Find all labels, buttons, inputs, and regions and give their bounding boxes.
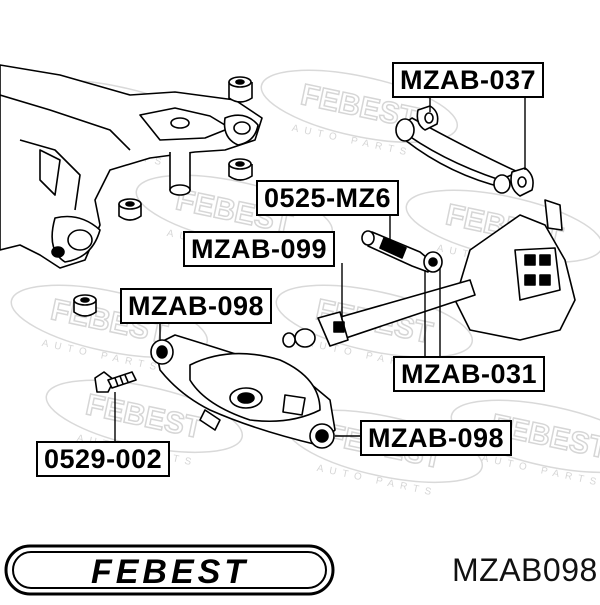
febest-logo: FEBEST [4, 544, 335, 596]
part-number: MZAB098 [452, 552, 598, 588]
upper-arm [395, 105, 534, 197]
mount-2 [228, 158, 253, 181]
logo-text: FEBEST [91, 553, 249, 591]
mount-4 [73, 294, 97, 317]
callout-0525-mz6: 0525-MZ6 [256, 180, 400, 216]
callout-mzab-037: MZAB-037 [392, 62, 545, 98]
knuckle [454, 199, 576, 341]
toe-link [361, 230, 443, 273]
lower-arm [150, 334, 336, 449]
callout-mzab-031: MZAB-031 [393, 356, 546, 392]
bolt [94, 371, 137, 393]
middle-link [282, 279, 476, 348]
leader-lines [114, 96, 526, 442]
callout-0529-002: 0529-002 [36, 441, 171, 477]
mount-1 [228, 76, 253, 103]
mount-3 [118, 198, 142, 221]
callout-mzab-098-lower: MZAB-098 [360, 420, 513, 456]
logo-inner-border [12, 551, 327, 589]
callout-mzab-099: MZAB-099 [183, 231, 336, 267]
subframe [0, 64, 263, 269]
callout-mzab-098-upper: MZAB-098 [120, 288, 273, 324]
rubber-mounts [73, 76, 253, 317]
